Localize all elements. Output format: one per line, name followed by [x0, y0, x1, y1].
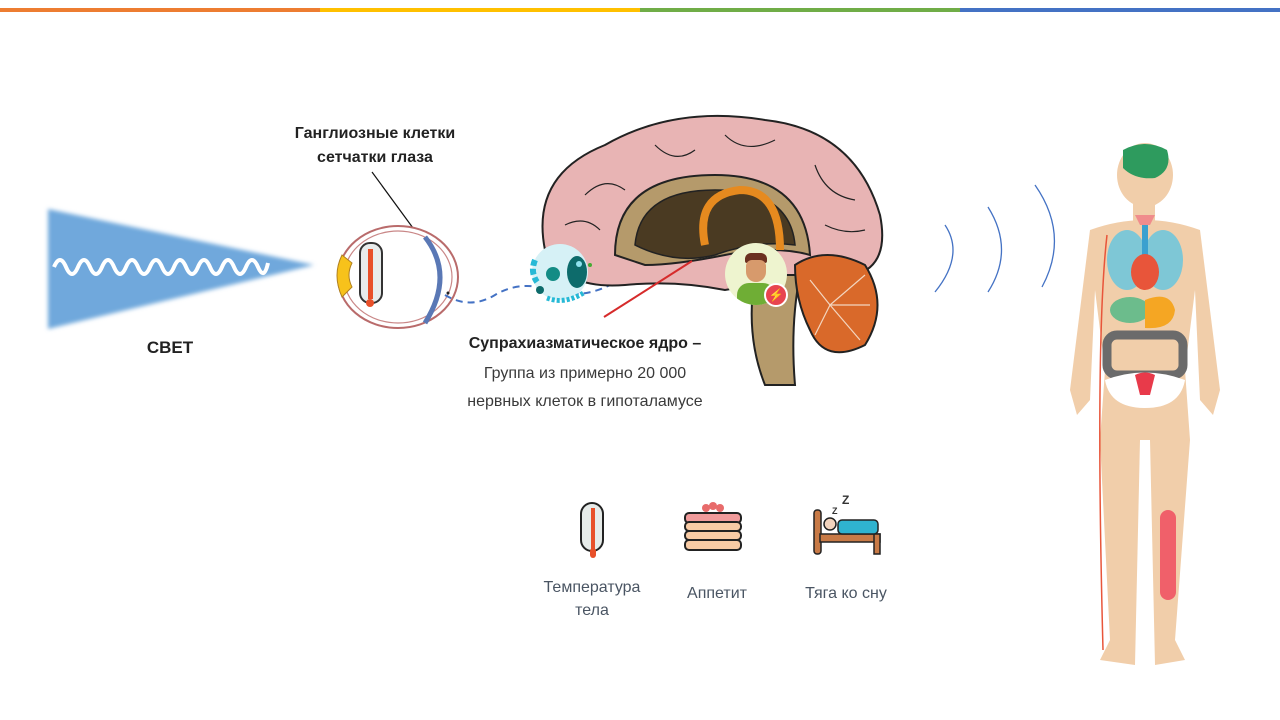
scn-description: Супрахиазматическое ядро – Группа из при… [455, 331, 715, 413]
signal-wave-1 [934, 224, 954, 293]
effect-label-temperature-line1: Температура [543, 579, 641, 596]
signal-wave-3 [1034, 184, 1056, 288]
effect-label-temperature-line2: тела [575, 602, 609, 619]
eye-label-line2: сетчатки глаза [317, 149, 433, 166]
effect-label-temperature: Температура тела [532, 576, 652, 622]
human-body-icon [1070, 143, 1220, 665]
top-bar-blue [960, 8, 1280, 12]
pancake-icon [684, 502, 742, 551]
eye-icon [336, 225, 459, 329]
light-label: СВЕТ [146, 338, 194, 357]
light-beam-icon [48, 209, 314, 329]
scn-line2: нервных клеток в гипоталамусе [467, 393, 703, 410]
thermometer-icon [580, 502, 604, 558]
person-avatar-icon [725, 243, 787, 305]
svg-text:Z: Z [842, 493, 849, 507]
avatar-face [746, 260, 766, 282]
svg-text:Z: Z [832, 506, 838, 516]
eye-label: Ганглиозные клетки сетчатки глаза [270, 122, 480, 170]
avatar-hair [745, 253, 767, 263]
lightning-badge-icon: ⚡ [764, 283, 788, 307]
top-bar-orange [0, 8, 320, 12]
effect-label-appetite: Аппетит [687, 585, 747, 602]
top-bar-green [640, 8, 960, 12]
scn-pointer-arrow [603, 260, 693, 318]
top-color-bar [0, 8, 1280, 12]
scn-line1: Группа из примерно 20 000 [483, 365, 687, 382]
top-bar-yellow [320, 8, 640, 12]
signal-wave-2 [987, 206, 1003, 293]
effect-label-sleep: Тяга ко сну [805, 585, 887, 602]
light-wave [52, 258, 270, 276]
scn-title: Супрахиазматическое ядро – [468, 335, 702, 352]
signal-waves-icon [934, 184, 1056, 293]
eye-label-line1: Ганглиозные клетки [294, 125, 456, 142]
brain-icon [541, 114, 884, 386]
sleep-bed-icon: Z Z [813, 493, 881, 555]
neuron-cell-icon [529, 244, 588, 303]
